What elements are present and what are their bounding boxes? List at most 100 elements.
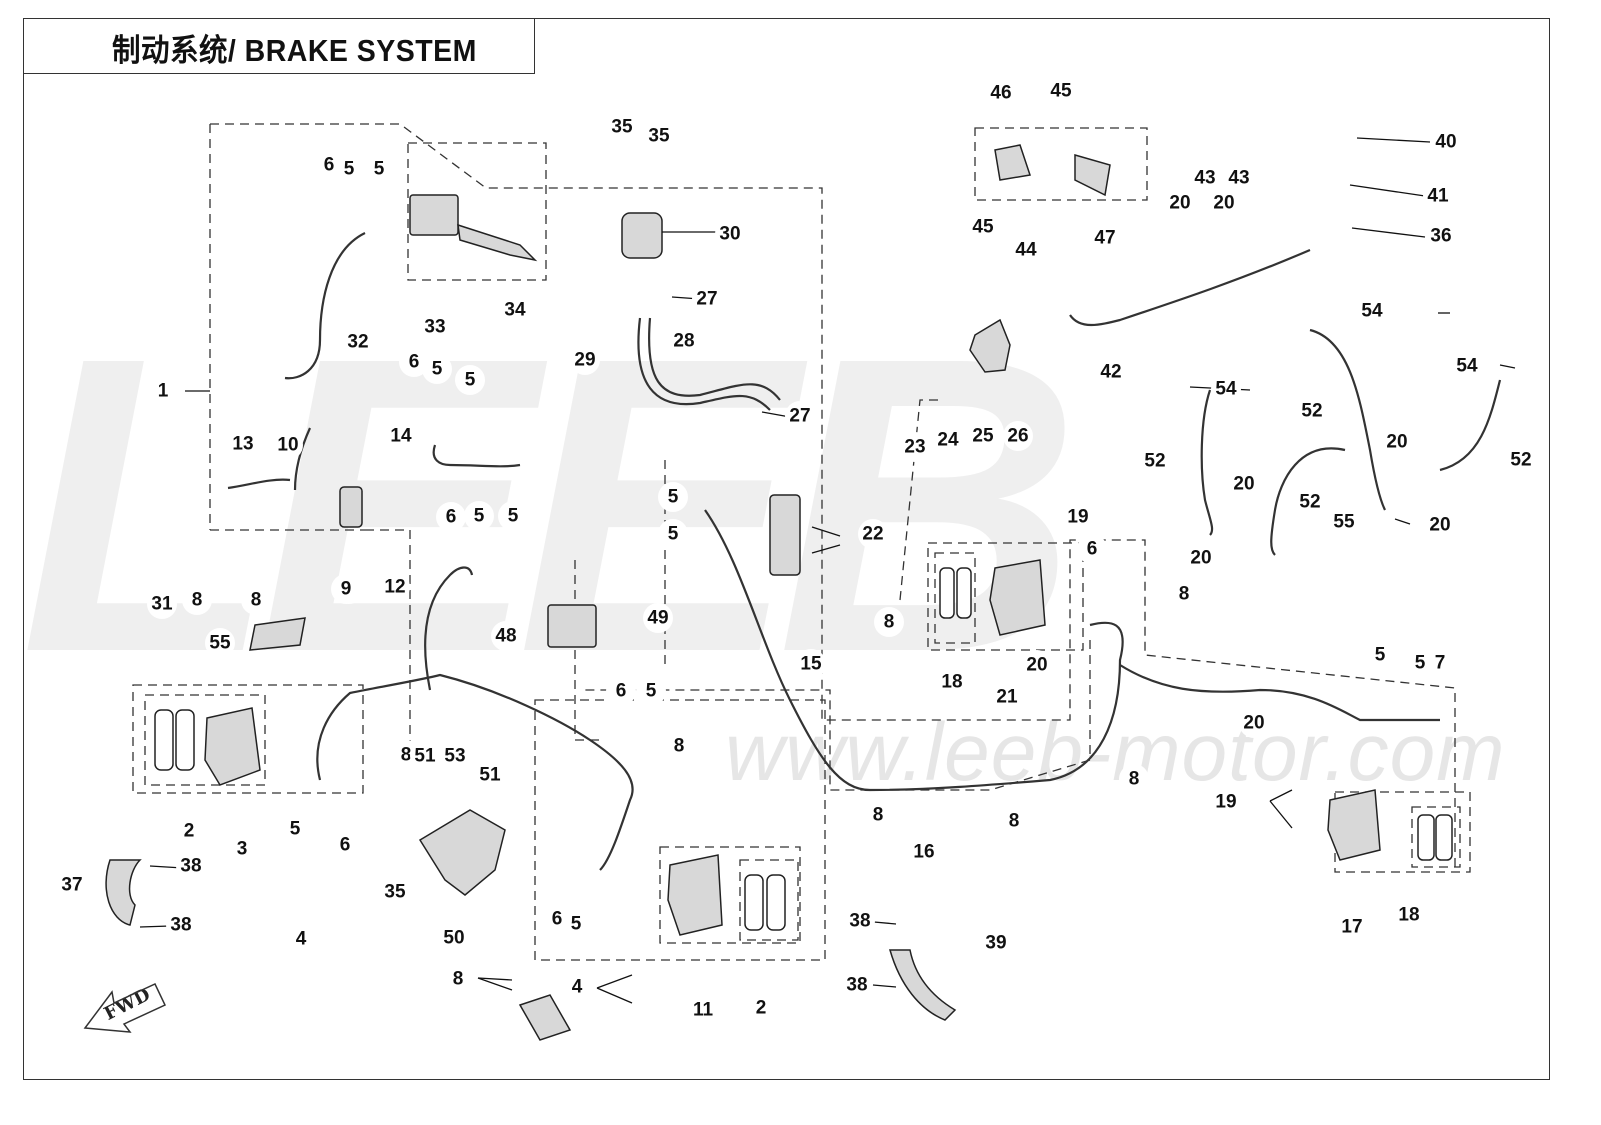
pedal-bracket-25	[969, 318, 1011, 373]
callout-bg	[785, 401, 815, 431]
callout-label: 38	[180, 856, 201, 877]
callout-label: 43	[1194, 168, 1215, 189]
callout-label: 8	[873, 805, 884, 826]
callout-label: 6	[1087, 539, 1098, 560]
callout-label: 20	[1243, 713, 1264, 734]
callout-bg	[1394, 900, 1424, 930]
callout-label: 6	[446, 507, 457, 528]
master-cylinder-34	[409, 194, 459, 236]
callout-bg	[1090, 223, 1120, 253]
callout-bg	[500, 295, 530, 325]
diagram-frame	[23, 18, 1550, 1080]
callout-label: 47	[1094, 228, 1115, 249]
callout-bg	[968, 212, 998, 242]
watermark-logo-text: LEEB	[20, 271, 1066, 740]
callout-label: 14	[390, 426, 412, 447]
callout-bg	[669, 326, 699, 356]
caliper-17	[1327, 789, 1381, 861]
callout-label: 4	[572, 977, 583, 998]
master-cylinder-15	[769, 494, 801, 576]
callout-bg	[420, 312, 450, 342]
callout-label: 5	[571, 914, 582, 935]
callout-label: 5	[1415, 653, 1426, 674]
callout-bg	[1140, 446, 1170, 476]
callout-labels: 1223445555555555555666666678888888888891…	[57, 76, 1536, 1025]
callout-label: 18	[1398, 905, 1419, 926]
shield-37	[105, 859, 142, 926]
callout-bg	[380, 572, 410, 602]
callout-label: 8	[401, 745, 412, 766]
callout-label: 5	[508, 506, 519, 527]
callout-label: 6	[409, 352, 420, 373]
callout-label: 27	[696, 289, 717, 310]
callout-label: 54	[1456, 356, 1478, 377]
callout-bg	[399, 347, 429, 377]
callout-label: 31	[151, 594, 173, 615]
title-box	[23, 18, 535, 74]
callout-label: 20	[1386, 432, 1407, 453]
callout-label: 54	[1361, 301, 1383, 322]
callout-label: 19	[1067, 507, 1088, 528]
callout-label: 28	[673, 331, 694, 352]
callout-label: 42	[1100, 362, 1121, 383]
callout-label: 18	[941, 672, 962, 693]
callout-label: 19	[1215, 792, 1236, 813]
callout-label: 30	[719, 224, 740, 245]
callout-bg	[1357, 296, 1387, 326]
callout-bg	[228, 429, 258, 459]
callout-bg	[1096, 357, 1126, 387]
callout-bg	[176, 851, 206, 881]
callout-bg	[1165, 188, 1195, 218]
callout-bg	[1211, 787, 1241, 817]
callout-bg	[999, 806, 1029, 836]
callout-label: 25	[972, 426, 994, 447]
callout-bg	[343, 327, 373, 357]
caliper-21	[989, 559, 1046, 636]
callout-label: 35	[611, 117, 633, 138]
watermark-url: www.leeb-motor.com	[725, 707, 1506, 798]
callout-bg	[241, 585, 271, 615]
abs-module-48	[547, 604, 597, 648]
callout-bg	[1011, 235, 1041, 265]
callout-label: 20	[1026, 655, 1047, 676]
callout-label: 20	[1213, 193, 1234, 214]
clamp-55-bottom	[518, 994, 572, 1041]
callout-label: 48	[495, 626, 516, 647]
callout-label: 55	[209, 633, 231, 654]
fwd-arrow-shape	[83, 983, 167, 1033]
callout-bg	[1209, 188, 1239, 218]
callout-label: 8	[1129, 769, 1140, 790]
callout-label: 6	[616, 681, 627, 702]
callout-bg	[386, 421, 416, 451]
callout-label: 51	[414, 746, 436, 767]
callout-label: 12	[384, 577, 405, 598]
callout-bg	[796, 649, 826, 679]
callout-bg	[436, 502, 466, 532]
callout-bg	[314, 150, 344, 180]
callout-label: 4	[296, 929, 307, 950]
callout-label: 7	[1435, 653, 1446, 674]
callout-bg	[1425, 648, 1455, 678]
callout-label: 20	[1169, 193, 1190, 214]
callout-bg	[148, 376, 178, 406]
caliper-3	[204, 707, 261, 786]
brake-lines	[227, 232, 1502, 871]
callout-label: 33	[424, 317, 445, 338]
callout-label: 35	[384, 882, 406, 903]
callout-bg	[443, 964, 473, 994]
callout-label: 6	[340, 835, 351, 856]
callout-bg	[1022, 650, 1052, 680]
callout-bg	[1382, 427, 1412, 457]
callout-bg	[715, 219, 745, 249]
callout-bg	[1423, 181, 1453, 211]
callout-bg	[1337, 912, 1367, 942]
callout-label: 13	[232, 434, 253, 455]
callout-label: 27	[789, 406, 810, 427]
callout-bg	[1506, 445, 1536, 475]
callout-label: 52	[1144, 451, 1165, 472]
callout-bg	[1046, 76, 1076, 106]
callout-bg	[227, 834, 257, 864]
callout-bg	[410, 741, 440, 771]
component-shapes	[105, 144, 1381, 1041]
